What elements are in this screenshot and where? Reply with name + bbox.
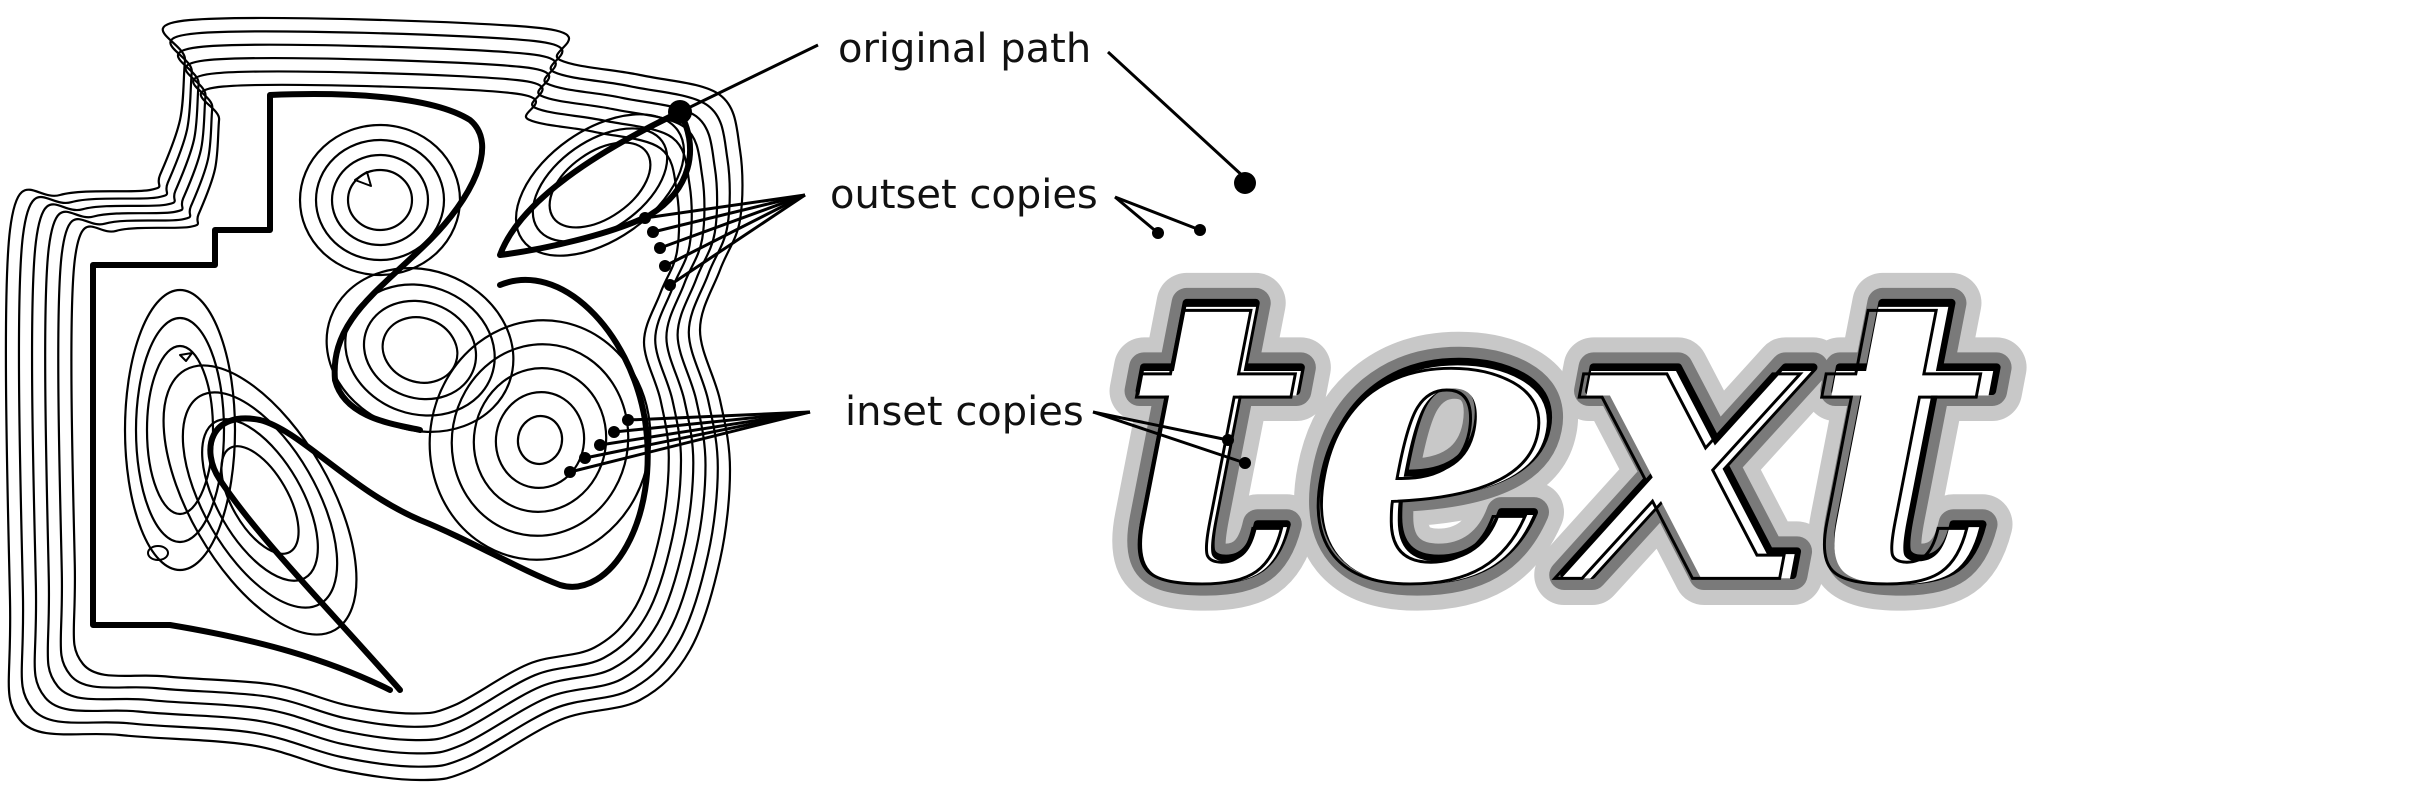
dot-outset-left-3 (654, 242, 666, 254)
leader-outset-left-3 (659, 193, 806, 250)
inset-contour-12 (516, 414, 564, 466)
dot-inset-left-4 (579, 452, 591, 464)
leader-outset-left-1 (644, 193, 806, 220)
original-path-loop (497, 109, 693, 258)
leader-inset-left-3 (599, 410, 811, 447)
inset-contour-11 (494, 391, 586, 489)
inset-contour-10 (472, 367, 608, 513)
dot-inset-right-1 (1222, 434, 1234, 446)
dot-inset-left-2 (608, 426, 620, 438)
outset-contours (4, 16, 744, 782)
inset-contour-7 (381, 316, 459, 384)
text-inset-white: text (1120, 204, 2002, 672)
dot-original-right (1234, 172, 1256, 194)
leader-inset-left-5 (569, 410, 811, 474)
dot-outset-right-1 (1152, 227, 1164, 239)
leader-outset-left-2 (652, 193, 806, 234)
leader-inset-left-2 (613, 410, 811, 434)
inset-contour-6 (362, 299, 478, 401)
leader-inset-left-1 (627, 410, 811, 422)
dot-inset-left-1 (622, 414, 634, 426)
leader-outset-right-2 (1114, 195, 1201, 232)
inset-contours (123, 113, 686, 636)
leader-outset-right-1 (1114, 195, 1159, 235)
inset-contour-21 (314, 138, 446, 262)
leader-dots (564, 172, 1256, 478)
inset-contour-3 (548, 141, 652, 229)
leader-original-left (679, 43, 819, 114)
outset-contour-1 (4, 16, 744, 782)
offset-curves-figure (4, 16, 744, 782)
label-outset-copies: outset copies (830, 172, 1098, 218)
leader-outset-left-4 (664, 193, 806, 268)
original-path-shape (90, 91, 486, 693)
text-outset-inner: text (1120, 200, 2007, 670)
outset-contour-3 (30, 43, 719, 755)
inset-contour-23 (346, 168, 414, 232)
outset-contour-2 (17, 30, 731, 768)
small-loop (147, 545, 169, 561)
label-original-path: original path (838, 26, 1091, 72)
inset-contour-16 (220, 445, 300, 555)
inset-contour-20 (298, 123, 462, 277)
outset-contour-6 (70, 83, 681, 715)
small-island-left (179, 352, 193, 362)
inset-contour-13 (162, 364, 358, 636)
leader-inset-left-4 (584, 410, 811, 460)
inset-contour-9 (450, 343, 630, 537)
leader-inset-right-1 (1092, 410, 1229, 442)
text-offset-figure: text text text text text (1090, 170, 2031, 700)
label-inset-copies: inset copies (845, 389, 1084, 435)
outset-contour-4 (44, 57, 706, 742)
leader-inset-right-2 (1092, 410, 1246, 465)
inset-contour-15 (201, 418, 319, 582)
inset-contour-2 (531, 127, 669, 243)
dot-outset-left-5 (664, 279, 676, 291)
inset-contour-22 (330, 153, 430, 247)
dot-outset-left-2 (647, 226, 659, 238)
original-path-tail (207, 276, 651, 693)
inset-contour-1 (514, 113, 686, 257)
dot-inset-left-3 (594, 439, 606, 451)
dot-outset-left-1 (639, 212, 651, 224)
leader-original-right (1106, 50, 1247, 180)
dot-outset-right-2 (1194, 224, 1206, 236)
inset-contour-18 (134, 316, 226, 544)
dot-inset-left-5 (564, 466, 576, 478)
text-inset-copy: text (1117, 208, 1990, 671)
small-island-top (354, 171, 372, 187)
leader-lines (569, 43, 1247, 474)
inset-contour-17 (123, 288, 237, 572)
inset-contour-19 (145, 344, 215, 516)
dot-outset-left-4 (659, 260, 671, 272)
text-original-outline: text (1120, 200, 2007, 670)
dot-inset-right-2 (1239, 457, 1251, 469)
leader-outset-left-5 (669, 193, 806, 287)
outset-contour-5 (57, 70, 693, 728)
text-outset-outer: text (1120, 200, 2007, 670)
